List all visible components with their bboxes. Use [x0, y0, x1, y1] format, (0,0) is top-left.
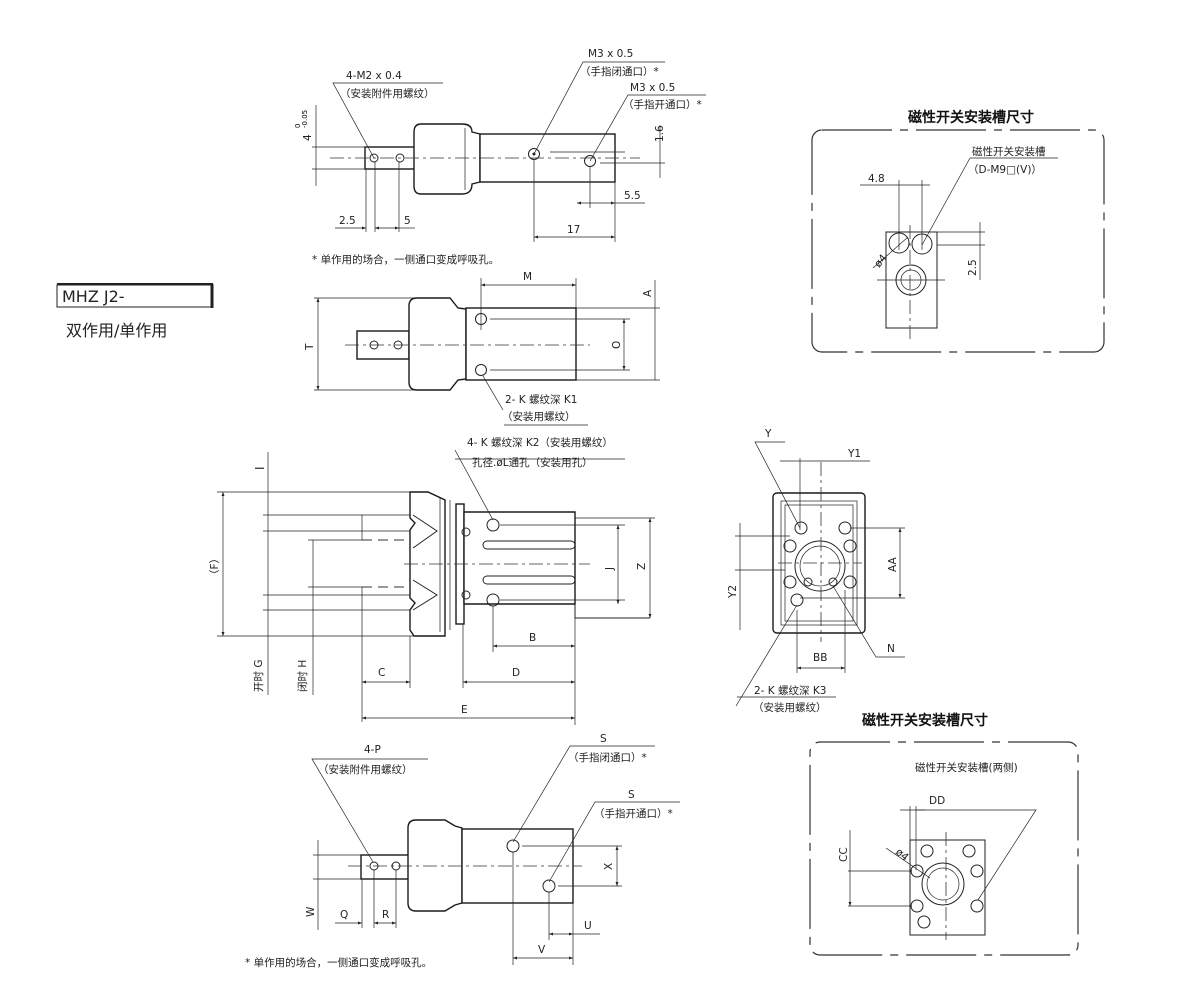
p-note: （安装附件用螺纹） — [318, 763, 413, 776]
dim-4-tol-upper: 0 — [294, 124, 302, 128]
dim-U: U — [584, 920, 592, 932]
end-view: Y1 Y Y2 AA BB N 2- K 螺纹深 K3 （安装用螺纹） — [727, 428, 905, 714]
model-code: MHZ J2- — [62, 287, 125, 306]
mount-hole — [369, 153, 379, 163]
dim-AA: AA — [887, 557, 899, 572]
k3-note: （安装用螺纹） — [753, 701, 827, 714]
dim-T: T — [304, 343, 316, 351]
switch-slot-1-model: （D-M9□(V)） — [968, 164, 1042, 176]
switch-slot-1: 磁性开关安装槽尺寸 磁性开关安装槽 （D-M9□(V)） 4.8 ø4 2.5 — [811, 109, 1105, 353]
dim-2-5-slot: 2.5 — [967, 259, 979, 276]
dim-X: X — [603, 863, 615, 870]
body — [463, 511, 576, 605]
dim-2-5: 2.5 — [339, 215, 356, 227]
bottom-view: X W Q R U V 4-P （安装附件用螺纹） S （手指闭通口）* S （… — [245, 733, 680, 969]
s-open-label: S — [628, 789, 635, 801]
footnote-bottom: * 单作用的场合，一侧通口变成呼吸孔。 — [245, 956, 432, 969]
switch-slot-1-title: 磁性开关安装槽尺寸 — [908, 109, 1034, 126]
k2-label: 4- K 螺纹深 K2（安装用螺纹） — [467, 436, 613, 449]
dim-Z: Z — [636, 563, 648, 570]
dim-N: N — [887, 643, 895, 655]
dim-M: M — [523, 271, 532, 283]
dim-4-tol-lower: -0.05 — [301, 110, 309, 128]
m2-note: （安装附件用螺纹） — [340, 87, 435, 100]
k1-hole — [475, 364, 487, 376]
s-open-note: （手指开通口）* — [594, 807, 673, 820]
dim-BB: BB — [813, 652, 827, 664]
k3-label: 2- K 螺纹深 K3 — [754, 684, 826, 697]
dim-phi4-1: ø4 — [872, 252, 890, 270]
side-view: T M O A 2- K 螺纹深 K1 （安装用螺纹） — [304, 271, 660, 426]
dim-1-6: 1.6 — [654, 125, 666, 142]
m3-close-note: （手指闭通口）* — [580, 65, 659, 78]
l-label: 孔径.øL通孔（安装用孔） — [472, 456, 593, 469]
dim-O: O — [611, 341, 623, 349]
dim-A: A — [642, 289, 654, 297]
dim-Y2: Y2 — [727, 585, 739, 599]
dim-phi4-2: ø4 — [893, 846, 911, 864]
model-title: MHZ J2- 双作用/单作用 — [56, 283, 214, 340]
dim-E: E — [461, 704, 468, 716]
dim-CC: CC — [838, 847, 850, 862]
dim-5: 5 — [404, 215, 411, 227]
dim-V: V — [538, 944, 546, 956]
switch-slot-2-title: 磁性开关安装槽尺寸 — [862, 712, 988, 729]
m2-label: 4-M2 x 0.4 — [346, 70, 402, 82]
cap — [413, 123, 481, 195]
m3-close-label: M3 x 0.5 — [588, 48, 633, 60]
dim-4: 4 — [302, 134, 314, 141]
finger-tab — [360, 854, 410, 880]
k1-label: 2- K 螺纹深 K1 — [505, 393, 577, 406]
p-label: 4-P — [364, 744, 381, 756]
dim-17: 17 — [567, 224, 580, 236]
m3-open-note: （手指开通口）* — [623, 98, 702, 111]
dim-C: C — [378, 667, 385, 679]
jaw-body — [409, 491, 446, 637]
m3-open-label: M3 x 0.5 — [630, 82, 675, 94]
dim-B: B — [529, 632, 536, 644]
s-close-note: （手指闭通口）* — [568, 751, 647, 764]
dim-DD: DD — [929, 795, 945, 807]
model-subtitle: 双作用/单作用 — [66, 321, 167, 340]
cap — [407, 819, 463, 912]
switch-slot-1-label: 磁性开关安装槽 — [972, 145, 1046, 158]
s-close-label: S — [600, 733, 607, 745]
mount-hole — [395, 153, 405, 163]
center-bore — [794, 540, 846, 592]
cap — [408, 297, 467, 391]
port-close — [528, 148, 540, 160]
dim-Q: Q — [340, 909, 348, 921]
front-view: （F） I 开时 G 闭时 H J — [209, 436, 655, 725]
top-view: 4 0 -0.05 2.5 5 17 5.5 1.6 4-M2 x 0.4 （安… — [294, 48, 706, 266]
k2-hole — [486, 518, 500, 532]
dim-W: W — [305, 906, 317, 917]
dim-4-8: 4.8 — [868, 173, 885, 185]
dim-H: 闭时 H — [296, 660, 309, 692]
dim-Y: Y — [764, 428, 772, 440]
dim-5-5: 5.5 — [624, 190, 641, 202]
footnote-top: * 单作用的场合，一侧通口变成呼吸孔。 — [312, 253, 499, 266]
dim-R: R — [382, 909, 389, 921]
k1-note: （安装用螺纹） — [502, 410, 576, 423]
dim-J: J — [604, 567, 616, 571]
dim-Y1: Y1 — [847, 448, 861, 460]
dim-F: （F） — [209, 553, 221, 580]
dim-D: D — [512, 667, 520, 679]
dim-I: I — [253, 466, 267, 470]
body — [465, 307, 577, 381]
switch-slot-2-label: 磁性开关安装槽(两侧) — [915, 761, 1018, 774]
switch-slot-2: 磁性开关安装槽尺寸 磁性开关安装槽(两侧) CC DD ø4 — [809, 712, 1079, 956]
dim-G: 开时 G — [253, 660, 265, 692]
port-open — [584, 155, 596, 167]
